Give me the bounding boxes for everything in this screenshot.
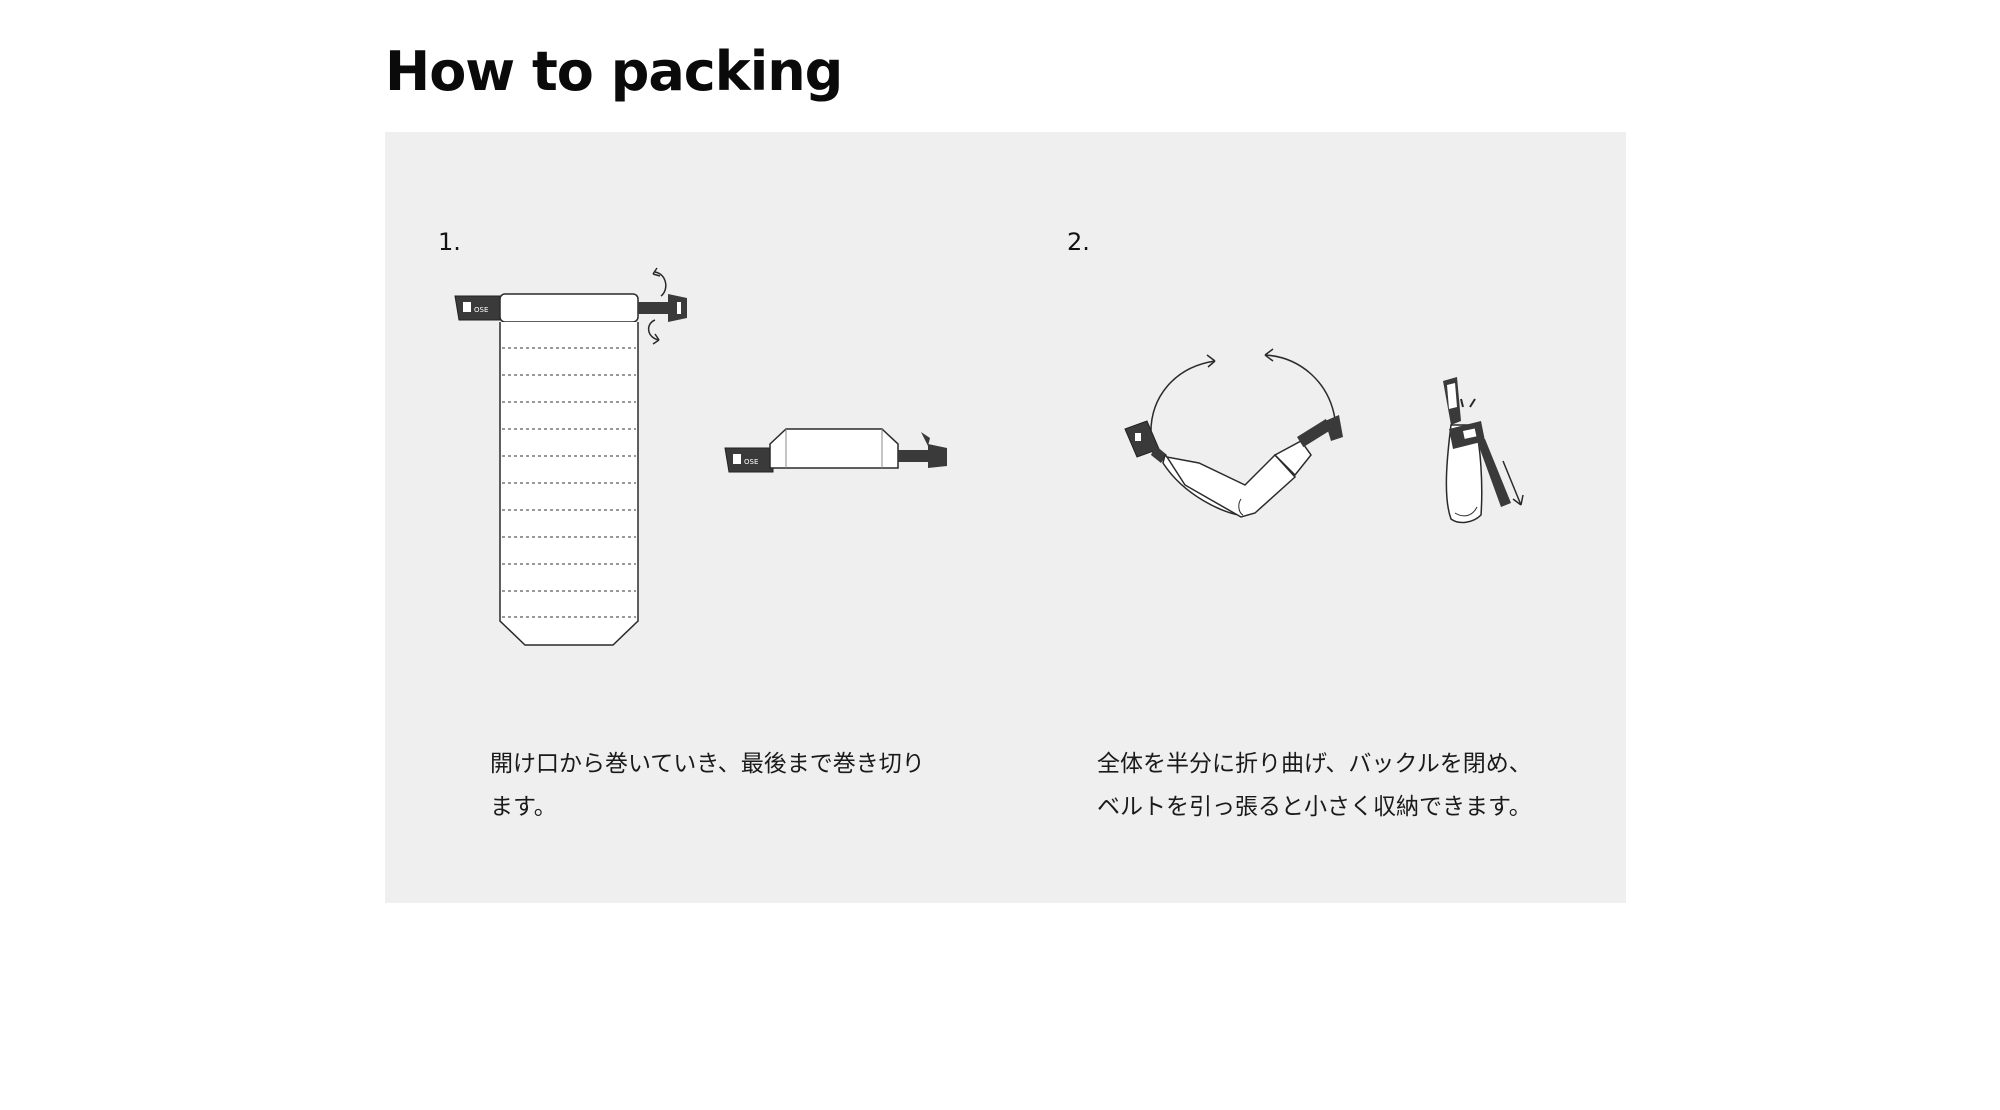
step-1-caption: 開け口から巻いていき、最後まで巻き切り ます。 [490,743,925,829]
page-title: How to packing [385,40,843,103]
rolled-bag-drawing: OSE [724,428,947,473]
folded-bag-drawing [1124,415,1343,518]
bag-logo-rolled: OSE [744,458,758,466]
click-mark-icon [1460,398,1476,408]
step-2-number: 2. [1067,228,1090,256]
packed-bag-drawing [1443,377,1511,524]
step-1-caption-line-2: ます。 [490,794,557,820]
step-2-caption-line-2: ベルトを引っ張ると小さく収納できます。 [1097,794,1532,820]
pull-arrow-icon [1502,460,1524,506]
roll-arrow-icon [647,267,667,345]
unrolled-bag-drawing: OSE [454,293,687,646]
step-2-caption-line-1: 全体を半分に折り曲げ、バックルを閉め、 [1097,751,1532,777]
instruction-panel: 1. 2. OSE [385,132,1626,903]
step-1-illustration: OSE [454,267,947,646]
step-2-illustration [1124,348,1524,524]
step-1-caption-line-1: 開け口から巻いていき、最後まで巻き切り [490,751,925,777]
step-2-caption: 全体を半分に折り曲げ、バックルを閉め、 ベルトを引っ張ると小さく収納できます。 [1097,743,1532,829]
fold-arrow-icon [1150,348,1336,438]
bag-logo-left: OSE [474,306,488,314]
step-1-number: 1. [438,228,461,256]
